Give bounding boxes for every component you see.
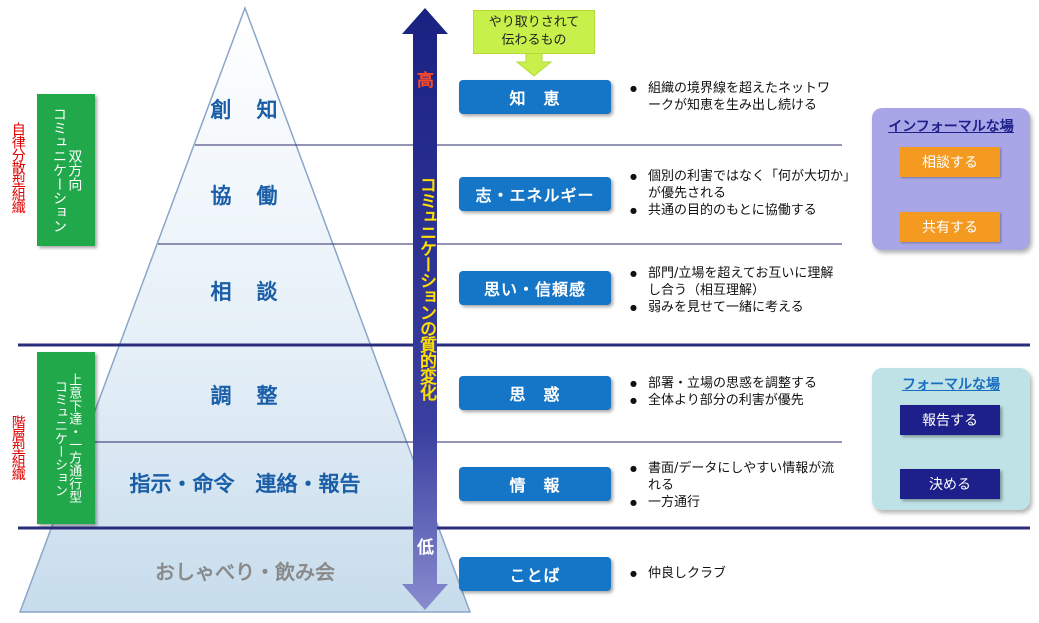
top-down-sub-label: コミュニケーション <box>52 379 67 497</box>
item-omowaku-description: 部署・立場の思惑を調整する 全体より部分の利害が優先 <box>628 375 858 409</box>
top-down-label: 上意下達・一方通行型 <box>66 373 82 503</box>
arrow-quality-label: コミュニケーションの質的変化 <box>416 176 436 400</box>
formal-place-panel: フォーマルな場 報告する 決める <box>872 368 1030 510</box>
bullet: 共通の目的のもとに協働する <box>630 202 853 219</box>
two-way-label: 双方向 <box>66 149 83 191</box>
item-kokorozashi-box: 志・エネルギー <box>459 177 611 211</box>
bullet: 部門/立場を超えてお互いに理解し合う（相互理解） <box>630 265 843 299</box>
level-kyoudou: 協 働 <box>210 184 280 208</box>
pyramid-shape <box>18 5 472 613</box>
bullet: 組織の境界線を超えたネットワークが知恵を生み出し続ける <box>630 80 838 114</box>
level-chousei: 調 整 <box>210 384 280 408</box>
bullet: 部署・立場の思惑を調整する <box>630 375 858 392</box>
item-jouhou-description: 書面/データにしやすい情報が流れる 一方通行 <box>628 460 843 511</box>
level-shiji: 指示・命令 連絡・報告 <box>129 472 361 496</box>
item-chie-description: 組織の境界線を超えたネットワークが知恵を生み出し続ける <box>628 80 838 114</box>
item-omoi-description: 部門/立場を超えてお互いに理解し合う（相互理解） 弱みを見せて一緒に考える <box>628 265 843 316</box>
autonomous-org-label: 自律分散型組織 <box>9 122 26 213</box>
level-oshaberi: おしゃべり・飲み会 <box>155 560 335 584</box>
item-chie-box: 知 恵 <box>459 80 611 114</box>
arrow-low-label: 低 <box>417 538 434 558</box>
callout-arrow <box>515 51 553 77</box>
hierarchical-org-label: 階層型組織 <box>9 415 26 480</box>
item-omowaku-box: 思 惑 <box>459 376 611 410</box>
bullet: 全体より部分の利害が優先 <box>630 392 858 409</box>
decide-button: 決める <box>900 469 1000 499</box>
informal-place-panel: インフォーマルな場 相談する 共有する <box>872 108 1030 250</box>
bullet: 個別の利害ではなく「何が大切か」が優先される <box>630 168 853 202</box>
two-way-sub-label: コミュニケーション <box>51 107 67 233</box>
level-souchi: 創 知 <box>210 98 280 122</box>
item-omoi-box: 思い・信頼感 <box>459 271 611 305</box>
consult-button: 相談する <box>900 147 1000 177</box>
informal-panel-title: インフォーマルな場 <box>888 119 1014 135</box>
two-way-communication-box: 双方向 コミュニケーション <box>37 94 95 246</box>
bullet: 弱みを見せて一緒に考える <box>630 299 843 316</box>
exchanged-content-callout: やり取りされて 伝わるもの <box>473 10 595 54</box>
arrow-high-label: 高 <box>417 71 434 91</box>
item-kokorozashi-description: 個別の利害ではなく「何が大切か」が優先される 共通の目的のもとに協働する <box>628 168 853 219</box>
bullet: 仲良しクラブ <box>630 565 843 582</box>
quality-arrow <box>402 8 448 610</box>
report-button: 報告する <box>900 405 1000 435</box>
callout-line-1: やり取りされて <box>488 15 580 30</box>
share-button: 共有する <box>900 212 1000 242</box>
item-kotoba-box: ことば <box>459 557 611 591</box>
item-jouhou-box: 情 報 <box>459 467 611 501</box>
bullet: 書面/データにしやすい情報が流れる <box>630 460 843 494</box>
level-soudan: 相 談 <box>210 280 280 304</box>
item-kotoba-description: 仲良しクラブ <box>628 565 843 582</box>
bullet: 一方通行 <box>630 494 843 511</box>
callout-line-2: 伝わるもの <box>501 33 567 48</box>
formal-panel-title: フォーマルな場 <box>902 377 1000 393</box>
top-down-communication-box: 上意下達・一方通行型 コミュニケーション <box>37 352 95 524</box>
